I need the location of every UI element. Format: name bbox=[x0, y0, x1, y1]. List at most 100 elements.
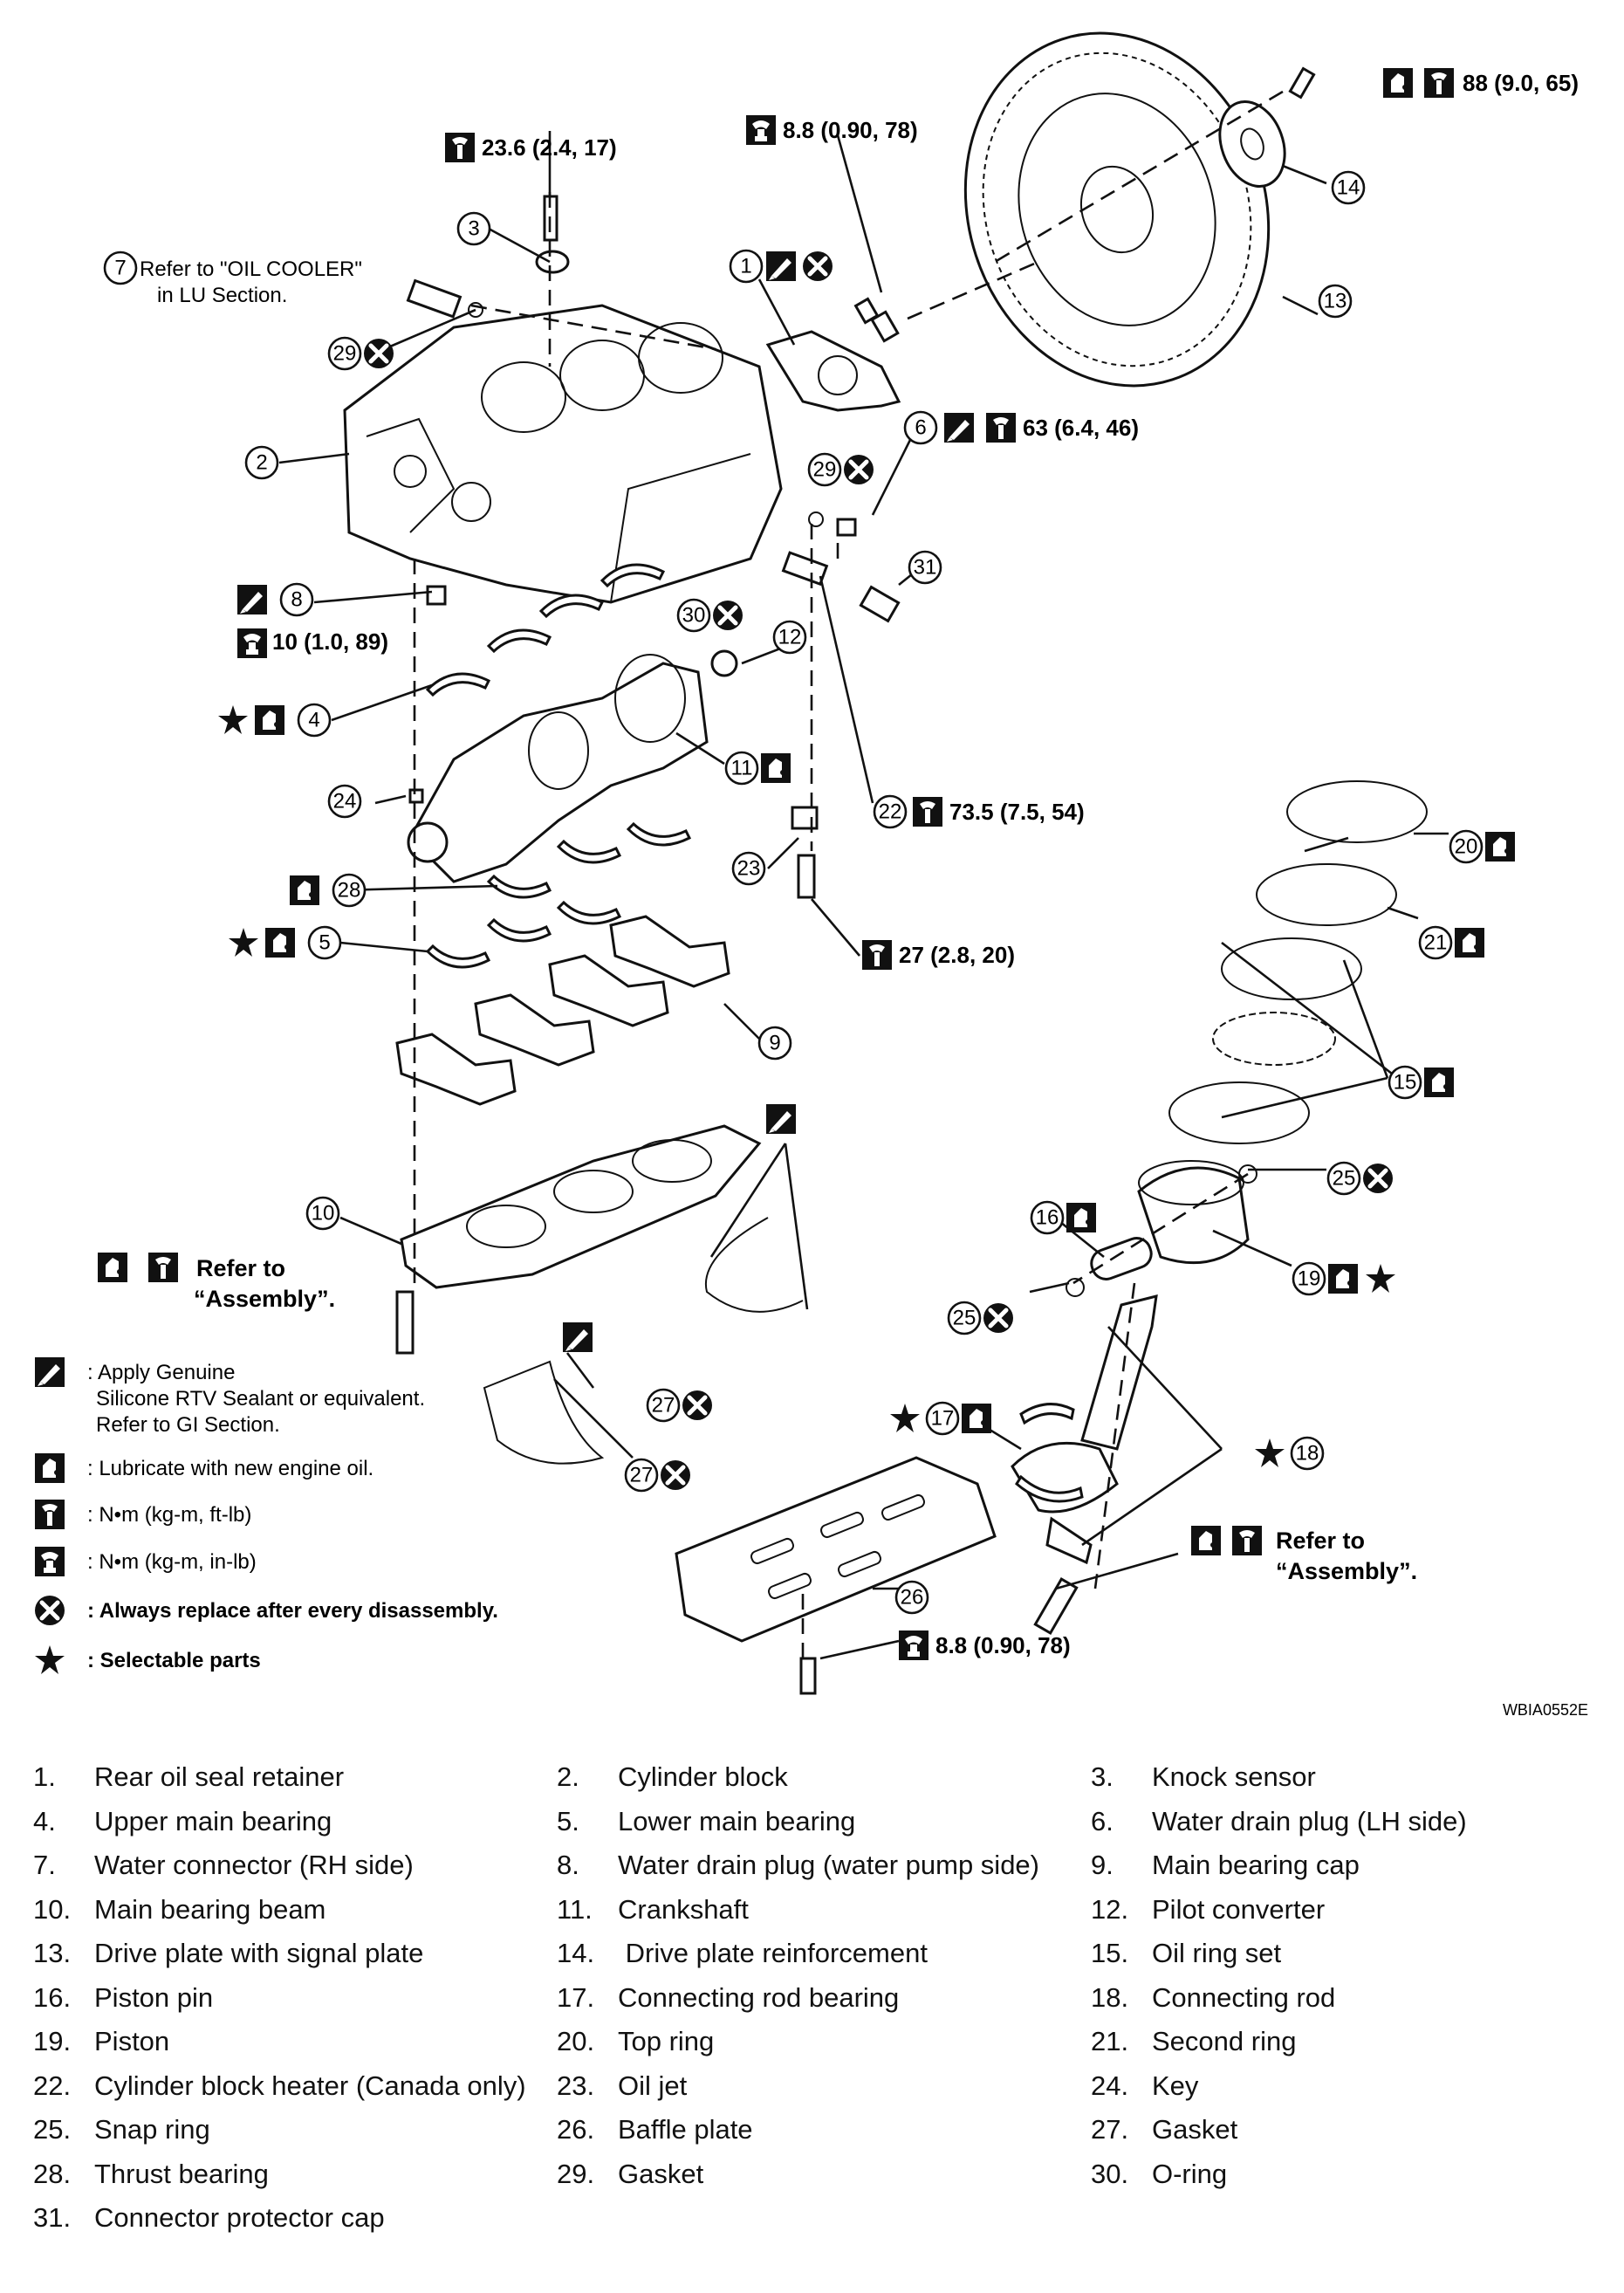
svg-text:Refer to "OIL COOLER": Refer to "OIL COOLER" bbox=[140, 257, 362, 281]
part-name: Water drain plug (LH side) bbox=[1152, 1805, 1467, 1836]
svg-text:16: 16 bbox=[1036, 1206, 1059, 1230]
piston bbox=[1137, 1160, 1250, 1265]
crankshaft bbox=[407, 654, 709, 883]
svg-text:88 (9.0, 65): 88 (9.0, 65) bbox=[1463, 70, 1579, 96]
svg-text:12: 12 bbox=[778, 626, 802, 649]
callout-21: 21 bbox=[1418, 925, 1484, 960]
svg-text:Refer to: Refer to bbox=[1276, 1528, 1365, 1554]
callout-5: 5 bbox=[229, 925, 342, 960]
torque-ftlb-icon bbox=[35, 1500, 65, 1529]
part-number: 9. bbox=[1091, 1850, 1114, 1880]
callout-7: 7 Refer to "OIL COOLER" in LU Section. bbox=[103, 251, 362, 307]
callout-28: 28 bbox=[290, 873, 367, 908]
part-number: 21. bbox=[1091, 2026, 1129, 2056]
spec-knock-sensor: 23.6 (2.4, 17) bbox=[445, 133, 617, 162]
parts-list-item: 17.Connecting rod bearing bbox=[557, 1982, 899, 2014]
parts-list-item: 21.Second ring bbox=[1091, 2026, 1296, 2057]
svg-text:: N•m (kg-m, in-lb): : N•m (kg-m, in-lb) bbox=[87, 1550, 257, 1574]
svg-text:26: 26 bbox=[901, 1586, 924, 1610]
part-name: Piston bbox=[94, 2026, 170, 2056]
svg-text:21: 21 bbox=[1424, 931, 1448, 955]
svg-text:17: 17 bbox=[931, 1407, 955, 1431]
part-number: 18. bbox=[1091, 1981, 1129, 2013]
part-number: 30. bbox=[1091, 2158, 1129, 2189]
part-number: 11. bbox=[557, 1893, 593, 1925]
figure-code: WBIA0552E bbox=[1503, 1701, 1588, 1719]
callout-22: 22 73.5 (7.5, 54) bbox=[873, 794, 1085, 829]
spec-oil-jet: 27 (2.8, 20) bbox=[862, 940, 1015, 970]
star-icon bbox=[35, 1645, 65, 1674]
parts-list-item: 16.Piston pin bbox=[33, 1982, 213, 2014]
piston-rings bbox=[1168, 780, 1428, 1144]
part-name: Water connector (RH side) bbox=[94, 1850, 414, 1880]
svg-text:29: 29 bbox=[813, 458, 837, 482]
svg-text:3: 3 bbox=[468, 217, 479, 241]
callout-19: 19 bbox=[1292, 1261, 1395, 1296]
svg-text:“Assembly”.: “Assembly”. bbox=[1276, 1558, 1417, 1584]
part-name: Main bearing cap bbox=[1152, 1850, 1360, 1880]
parts-list-item: 6.Water drain plug (LH side) bbox=[1091, 1806, 1467, 1837]
oil-icon bbox=[35, 1453, 65, 1483]
svg-text:6: 6 bbox=[915, 416, 926, 440]
part-name: Pilot converter bbox=[1152, 1893, 1326, 1925]
callout-23: 23 bbox=[731, 851, 766, 886]
svg-text:9: 9 bbox=[769, 1032, 780, 1055]
callout-25a: 25 bbox=[1326, 1163, 1393, 1194]
svg-text:: N•m (kg-m, ft-lb): : N•m (kg-m, ft-lb) bbox=[87, 1503, 251, 1527]
svg-text:18: 18 bbox=[1296, 1442, 1319, 1466]
callout-6: 6 63 (6.4, 46) bbox=[903, 410, 1139, 445]
part-name: Knock sensor bbox=[1152, 1761, 1316, 1792]
parts-list-item: 15.Oil ring set bbox=[1091, 1938, 1281, 1969]
callout-4: 4 bbox=[218, 703, 332, 738]
svg-text:13: 13 bbox=[1324, 290, 1347, 313]
part-name: Rear oil seal retainer bbox=[94, 1761, 345, 1792]
svg-text:Refer to GI Section.: Refer to GI Section. bbox=[96, 1413, 280, 1437]
svg-text:“Assembly”.: “Assembly”. bbox=[194, 1286, 335, 1312]
part-number: 2. bbox=[557, 1761, 579, 1792]
part-number: 5. bbox=[557, 1805, 579, 1836]
callout-26: 26 bbox=[894, 1580, 929, 1615]
part-number: 3. bbox=[1091, 1761, 1114, 1792]
part-number: 14. bbox=[557, 1938, 595, 1968]
callout-31: 31 bbox=[908, 550, 942, 585]
spec-retainer-bolt: 8.8 (0.90, 78) bbox=[746, 115, 918, 145]
part-name: Water drain plug (water pump side) bbox=[618, 1850, 1039, 1880]
connecting-rod bbox=[1011, 1294, 1158, 1565]
part-name: Main bearing beam bbox=[94, 1893, 326, 1925]
baffle-plate bbox=[675, 1456, 997, 1643]
parts-list-item: 25.Snap ring bbox=[33, 2114, 210, 2145]
part-name: Cylinder block heater (Canada only) bbox=[94, 2070, 526, 2101]
svg-text:15: 15 bbox=[1394, 1071, 1417, 1095]
callout-17: 17 bbox=[890, 1401, 991, 1436]
main-bearing-beam bbox=[395, 1124, 762, 1355]
part-name: Gasket bbox=[1152, 2114, 1238, 2145]
part-number: 27. bbox=[1091, 2114, 1129, 2145]
callout-10: 10 bbox=[305, 1196, 340, 1231]
part-name: Connecting rod bearing bbox=[618, 1981, 900, 2013]
part-name: Top ring bbox=[618, 2026, 715, 2056]
svg-text:8.8 (0.90, 78): 8.8 (0.90, 78) bbox=[935, 1632, 1071, 1658]
svg-text:11: 11 bbox=[731, 757, 753, 780]
callout-30: 30 bbox=[676, 600, 743, 631]
part-name: Baffle plate bbox=[618, 2114, 753, 2145]
replace-icon bbox=[35, 1596, 65, 1625]
svg-text:10 (1.0, 89): 10 (1.0, 89) bbox=[272, 628, 388, 655]
parts-list-item: 1.Rear oil seal retainer bbox=[33, 1761, 344, 1793]
callout-3: 3 bbox=[456, 211, 491, 246]
part-number: 12. bbox=[1091, 1893, 1129, 1925]
callout-29b: 29 bbox=[807, 454, 874, 485]
part-number: 23. bbox=[557, 2070, 595, 2101]
part-name: Upper main bearing bbox=[94, 1805, 332, 1836]
torque-inlb-icon bbox=[35, 1547, 65, 1576]
callout-14: 14 bbox=[1331, 170, 1366, 205]
parts-list-item: 22. Cylinder block heater (Canada only) bbox=[33, 2070, 526, 2102]
svg-text:27: 27 bbox=[652, 1394, 675, 1418]
assembly-lines bbox=[413, 90, 1284, 1658]
svg-text:20: 20 bbox=[1455, 835, 1478, 859]
parts-list-item: 26.Baffle plate bbox=[557, 2114, 753, 2145]
part-number: 29. bbox=[557, 2158, 595, 2189]
callout-16: 16 bbox=[1030, 1200, 1096, 1235]
spec-flywheel-bolt: 88 (9.0, 65) bbox=[1383, 68, 1579, 98]
part-number: 22. bbox=[33, 2070, 72, 2101]
callout-29a: 29 bbox=[327, 338, 394, 369]
